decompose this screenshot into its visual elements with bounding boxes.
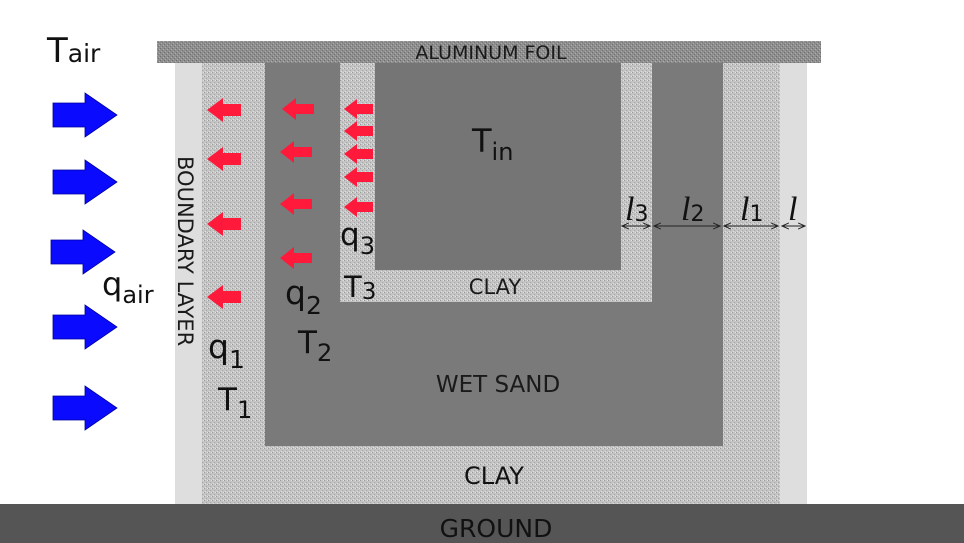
ground-layer bbox=[0, 504, 964, 543]
l-label: l bbox=[788, 191, 797, 228]
boundary-layer-label: BOUNDARY LAYER bbox=[173, 156, 197, 346]
wet-sand-label: WET SAND bbox=[436, 372, 560, 398]
q-air-label: qair bbox=[102, 265, 154, 309]
air-flow-arrows bbox=[50, 92, 118, 431]
air-arrow bbox=[52, 159, 118, 205]
air-arrow bbox=[52, 385, 118, 431]
q3-label: q3 bbox=[340, 217, 375, 260]
t-air-label: Tair bbox=[46, 31, 101, 71]
inner-chamber bbox=[375, 60, 621, 270]
aluminum-foil-label: ALUMINUM FOIL bbox=[415, 42, 567, 64]
heat-arrow bbox=[207, 98, 241, 122]
heat-arrow bbox=[344, 167, 373, 187]
heat-arrow bbox=[280, 247, 312, 269]
l3-label: l3 bbox=[625, 191, 648, 228]
outer-clay-label: CLAY bbox=[464, 462, 524, 490]
air-arrow bbox=[50, 229, 116, 275]
air-arrow bbox=[52, 92, 118, 138]
heat-arrow bbox=[207, 147, 241, 171]
heat-arrow bbox=[344, 144, 373, 164]
q2-label: q2 bbox=[285, 273, 322, 320]
heat-arrow bbox=[280, 193, 312, 215]
air-arrow bbox=[52, 304, 118, 350]
heat-arrow bbox=[282, 98, 314, 120]
t-in-label: Tin bbox=[471, 122, 513, 166]
heat-arrow bbox=[207, 212, 241, 236]
heat-arrow bbox=[344, 121, 373, 141]
t2-label: T2 bbox=[297, 325, 332, 367]
t3-label: T3 bbox=[343, 270, 376, 305]
l1-label: l1 bbox=[740, 191, 763, 228]
heat-arrow bbox=[280, 141, 312, 163]
l2-label: l2 bbox=[681, 191, 704, 228]
heat-arrow bbox=[207, 285, 241, 309]
heat-arrow bbox=[344, 197, 373, 217]
inner-clay-label: CLAY bbox=[469, 275, 522, 299]
ground-label: GROUND bbox=[440, 514, 553, 543]
heat-flow-arrows bbox=[207, 98, 373, 309]
q1-label: q1 bbox=[208, 327, 245, 374]
aluminum-foil-layer bbox=[157, 41, 821, 63]
t1-label: T1 bbox=[217, 382, 252, 424]
heat-arrow bbox=[344, 99, 373, 119]
